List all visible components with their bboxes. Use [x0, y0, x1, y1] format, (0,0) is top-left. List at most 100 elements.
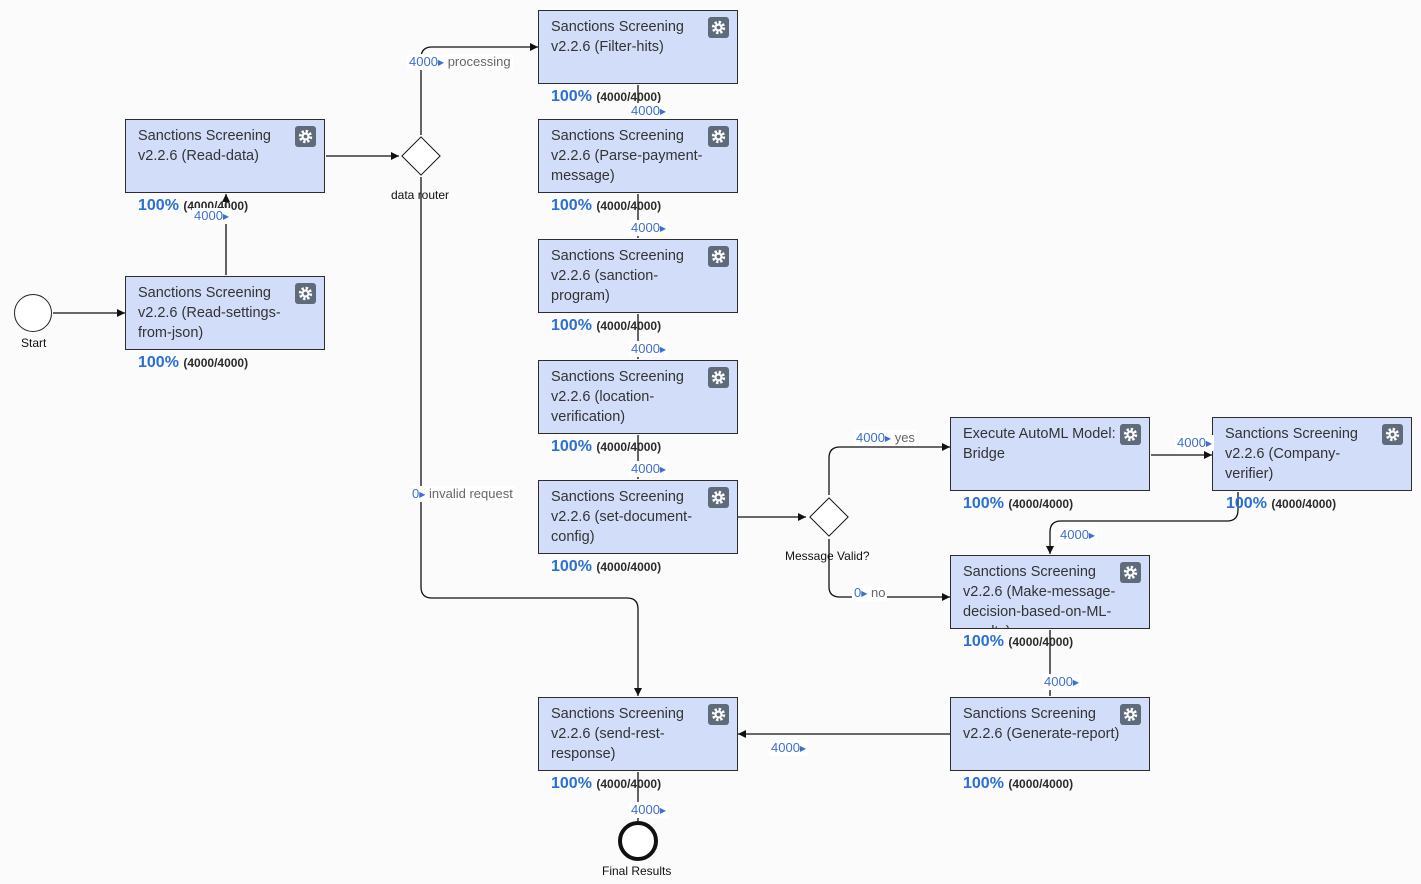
- task-parse-payment-message-progress: 100% (4000/4000): [551, 197, 661, 215]
- edge-label-valid-no[interactable]: 0▶ no: [852, 585, 888, 601]
- progress-percent: 100%: [551, 317, 592, 334]
- gear-icon[interactable]: [295, 283, 316, 304]
- start-event-label: Start: [21, 336, 47, 350]
- task-parse-payment-message[interactable]: Sanctions Screening v2.2.6 (Parse-paymen…: [538, 119, 738, 193]
- task-set-document-config-progress: 100% (4000/4000): [551, 558, 661, 576]
- task-label: Sanctions Screening v2.2.6 (Read-setting…: [138, 285, 281, 341]
- progress-count: (4000/4000): [1008, 497, 1074, 511]
- end-event-label: Final Results: [602, 864, 672, 878]
- flow-valid-no: [828, 539, 950, 601]
- edge-label-parse-to-program[interactable]: 4000▶: [629, 220, 669, 236]
- gear-icon[interactable]: [708, 487, 729, 508]
- edge-label-decision-to-report[interactable]: 4000▶: [1042, 674, 1082, 690]
- play-arrow-icon: ▶: [659, 107, 667, 116]
- task-generate-report[interactable]: Sanctions Screening v2.2.6 (Generate-rep…: [950, 697, 1150, 771]
- edge-label-response-to-end[interactable]: 4000▶: [629, 802, 669, 818]
- edge-count: 4000: [631, 461, 660, 476]
- edge-label-automl-to-company[interactable]: 4000▶: [1175, 435, 1215, 451]
- edge-count: 4000: [631, 802, 660, 817]
- edge-condition-text: invalid request: [429, 486, 513, 501]
- task-sanction-program[interactable]: Sanctions Screening v2.2.6 (sanction-pro…: [538, 239, 738, 313]
- task-company-verifier-progress: 100% (4000/4000): [1226, 495, 1336, 513]
- task-send-rest-response[interactable]: Sanctions Screening v2.2.6 (send-rest-re…: [538, 697, 738, 771]
- edge-label-settings-to-data[interactable]: 4000▶: [192, 208, 232, 224]
- task-set-document-config[interactable]: Sanctions Screening v2.2.6 (set-document…: [538, 480, 738, 554]
- task-location-verification[interactable]: Sanctions Screening v2.2.6 (location-ver…: [538, 360, 738, 434]
- play-arrow-icon: ▶: [659, 465, 667, 474]
- progress-percent: 100%: [551, 775, 592, 792]
- play-arrow-icon: ▶: [659, 806, 667, 815]
- task-make-message-decision[interactable]: Sanctions Screening v2.2.6 (Make-message…: [950, 555, 1150, 629]
- progress-count: (4000/4000): [596, 199, 662, 213]
- progress-percent: 100%: [963, 775, 1004, 792]
- task-label: Sanctions Screening v2.2.6 (set-document…: [551, 489, 693, 545]
- task-company-verifier[interactable]: Sanctions Screening v2.2.6 (Company-veri…: [1212, 417, 1412, 491]
- task-label: Sanctions Screening v2.2.6 (Parse-paymen…: [551, 128, 703, 184]
- task-filter-hits[interactable]: Sanctions Screening v2.2.6 (Filter-hits): [538, 10, 738, 84]
- gear-icon[interactable]: [1120, 562, 1141, 583]
- task-read-data[interactable]: Sanctions Screening v2.2.6 (Read-data): [125, 119, 325, 193]
- task-label: Sanctions Screening v2.2.6 (send-rest-re…: [551, 706, 684, 762]
- gear-icon[interactable]: [1120, 704, 1141, 725]
- gear-icon[interactable]: [708, 246, 729, 267]
- edge-count: 4000: [631, 103, 660, 118]
- start-event[interactable]: [14, 294, 52, 332]
- edge-count: 4000: [856, 430, 885, 445]
- edge-label-filter-to-parse[interactable]: 4000▶: [629, 103, 669, 119]
- task-label: Sanctions Screening v2.2.6 (sanction-pro…: [551, 248, 684, 304]
- play-arrow-icon: ▶: [1072, 678, 1080, 687]
- edge-count: 4000: [771, 740, 800, 755]
- progress-count: (4000/4000): [596, 777, 662, 791]
- task-read-settings[interactable]: Sanctions Screening v2.2.6 (Read-setting…: [125, 276, 325, 350]
- gear-icon[interactable]: [295, 126, 316, 147]
- task-automl-bridge[interactable]: Execute AutoML Model: Bridge: [950, 417, 1150, 491]
- end-event[interactable]: [618, 821, 658, 861]
- progress-count: (4000/4000): [183, 356, 249, 370]
- progress-count: (4000/4000): [596, 90, 662, 103]
- edge-label-router-invalid[interactable]: 0▶ invalid request: [410, 486, 515, 502]
- play-arrow-icon: ▶: [659, 345, 667, 354]
- gear-icon[interactable]: [708, 126, 729, 147]
- gateway-data-router-label: data router: [391, 188, 450, 202]
- gear-icon[interactable]: [708, 704, 729, 725]
- edge-label-location-to-config[interactable]: 4000▶: [629, 461, 669, 477]
- play-arrow-icon: ▶: [419, 490, 426, 499]
- progress-count: (4000/4000): [596, 319, 662, 333]
- progress-percent: 100%: [138, 354, 179, 371]
- edge-label-program-to-location[interactable]: 4000▶: [629, 341, 669, 357]
- flow-router-invalid: [420, 177, 642, 696]
- gear-icon[interactable]: [1382, 424, 1403, 445]
- progress-count: (4000/4000): [1271, 497, 1337, 511]
- edge-label-valid-yes[interactable]: 4000▶ yes: [854, 430, 917, 446]
- edge-count: 4000: [194, 208, 223, 223]
- progress-percent: 100%: [551, 197, 592, 214]
- progress-percent: 100%: [963, 633, 1004, 650]
- flow-company-to-decision: [1046, 492, 1239, 554]
- edge-count: 4000: [409, 54, 438, 69]
- progress-percent: 100%: [963, 495, 1004, 512]
- edge-label-report-to-response[interactable]: 4000▶: [769, 740, 809, 756]
- progress-percent: 100%: [551, 558, 592, 575]
- play-arrow-icon: ▶: [1088, 531, 1096, 540]
- edge-count: 0: [854, 585, 862, 600]
- edge-label-router-processing[interactable]: 4000▶ processing: [407, 54, 513, 70]
- play-arrow-icon: ▶: [659, 224, 667, 233]
- progress-percent: 100%: [1226, 495, 1267, 512]
- task-generate-report-progress: 100% (4000/4000): [963, 775, 1073, 793]
- task-label: Sanctions Screening v2.2.6 (location-ver…: [551, 369, 684, 425]
- gear-icon[interactable]: [708, 17, 729, 38]
- task-label: Sanctions Screening v2.2.6 (Read-data): [138, 128, 271, 164]
- edge-count: 0: [412, 486, 420, 501]
- edge-condition-text: no: [871, 585, 886, 600]
- gateway-message-valid-label: Message Valid?: [785, 549, 870, 563]
- edge-count: 4000: [631, 220, 660, 235]
- progress-percent: 100%: [551, 438, 592, 455]
- gear-icon[interactable]: [1120, 424, 1141, 445]
- progress-count: (4000/4000): [596, 560, 662, 574]
- gear-icon[interactable]: [708, 367, 729, 388]
- edge-label-company-to-decision[interactable]: 4000▶: [1058, 527, 1098, 543]
- play-arrow-icon: ▶: [799, 744, 807, 753]
- task-make-message-decision-progress: 100% (4000/4000): [963, 633, 1073, 651]
